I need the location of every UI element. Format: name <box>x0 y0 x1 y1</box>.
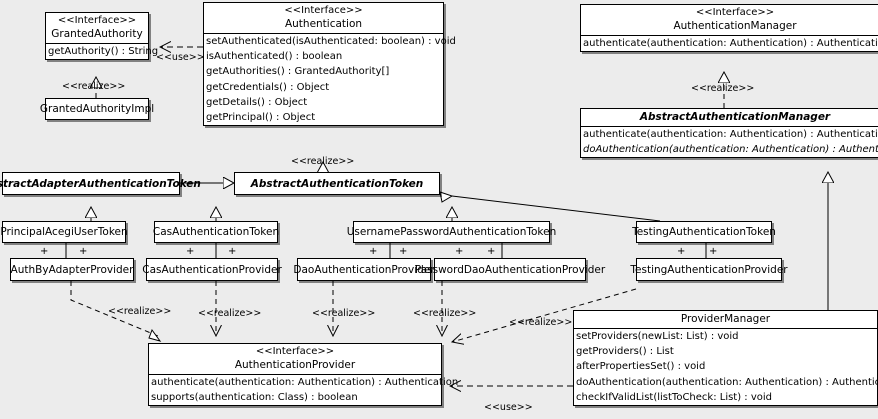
label-realize-abstractauthenticationtoken: <<realize>> <box>291 156 355 167</box>
class-name: GrantedAuthority <box>51 28 143 40</box>
operations-compartment: setAuthenticated(isAuthenticated: boolea… <box>204 33 456 125</box>
class-granted-authority-impl[interactable]: GrantedAuthorityImpl <box>40 98 154 120</box>
class-authentication-manager[interactable]: <<Interface>> AuthenticationManager auth… <box>580 4 878 53</box>
class-auth-by-adapter-provider[interactable]: AuthByAdapterProvider <box>10 258 134 281</box>
class-header: <<Interface>> GrantedAuthority <box>46 13 148 43</box>
class-abstract-authentication-manager[interactable]: AbstractAuthenticationManager authentica… <box>580 108 878 159</box>
association-plus: + <box>487 246 496 257</box>
class-abstract-adapter-authentication-token[interactable]: AbstractAdapterAuthenticationToken <box>0 172 201 195</box>
class-header: <<Interface>> Authentication <box>204 3 443 33</box>
label-realize-casauthenticationprovider: <<realize>> <box>198 308 262 319</box>
operations-compartment: authenticate(authentication: Authenticat… <box>149 374 459 405</box>
class-password-dao-authentication-provider[interactable]: PasswordDaoAuthenticationProvider <box>415 258 605 281</box>
operation: getDetails() : Object <box>206 96 308 108</box>
class-name: DaoAuthenticationProvider <box>293 263 435 276</box>
class-name: PrincipalAcegiUserToken <box>0 226 128 238</box>
label-realize-daoauthenticationprovider: <<realize>> <box>312 308 376 319</box>
operation: afterPropertiesSet() : void <box>576 361 706 373</box>
class-header: <<Interface>> AuthenticationProvider <box>149 344 441 374</box>
class-abstract-authentication-token[interactable]: AbstractAuthenticationToken <box>234 172 440 195</box>
class-name: GrantedAuthorityImpl <box>39 103 155 115</box>
operations-compartment: setProviders(newList: List) : void getPr… <box>574 328 878 405</box>
class-name: CasAuthenticationProvider <box>142 263 282 276</box>
class-testing-authentication-token[interactable]: TestingAuthenticationToken <box>632 221 776 243</box>
association-plus: + <box>186 246 195 257</box>
class-header: AbstractAuthenticationManager <box>581 109 878 126</box>
operation: getCredentials() : Object <box>206 81 330 93</box>
label-realize-grantedauthorityimpl: <<realize>> <box>62 81 126 92</box>
class-name: PasswordDaoAuthenticationProvider <box>414 263 606 276</box>
class-dao-authentication-provider[interactable]: DaoAuthenticationProvider <box>293 258 435 281</box>
class-name: AuthByAdapterProvider <box>10 263 134 276</box>
operation: authenticate(authentication: Authenticat… <box>583 129 878 140</box>
operation: getPrincipal() : Object <box>206 112 316 124</box>
class-cas-authentication-provider[interactable]: CasAuthenticationProvider <box>142 258 282 281</box>
class-name: AbstractAuthenticationManager <box>639 111 831 123</box>
association-plus: + <box>79 246 88 257</box>
label-realize-testingauthenticationprovider: <<realize>> <box>509 317 573 328</box>
operation: getAuthority() : String <box>48 46 159 57</box>
operations-compartment: getAuthority() : String <box>46 43 159 59</box>
association-plus: + <box>709 246 718 257</box>
class-cas-authentication-token[interactable]: CasAuthenticationToken <box>153 221 279 243</box>
class-header: <<Interface>> AuthenticationManager <box>581 5 878 35</box>
stereotype-label: <<Interface>> <box>695 7 775 18</box>
association-plus: + <box>677 246 686 257</box>
operations-compartment: authenticate(authentication: Authenticat… <box>581 35 878 51</box>
label-realize-passworddaoauthenticationprovider: <<realize>> <box>413 308 477 319</box>
class-authentication-provider[interactable]: <<Interface>> AuthenticationProvider aut… <box>148 343 459 407</box>
operation: supports(authentication: Class) : boolea… <box>151 392 358 404</box>
association-plus: + <box>228 246 237 257</box>
stereotype-label: <<Interface>> <box>255 346 335 357</box>
class-header: ProviderManager <box>574 311 877 328</box>
class-name: AbstractAdapterAuthenticationToken <box>0 177 201 190</box>
class-name: AuthenticationProvider <box>234 359 356 371</box>
class-authentication[interactable]: <<Interface>> Authentication setAuthenti… <box>203 2 456 127</box>
stereotype-label: <<Interface>> <box>284 5 363 16</box>
operation: doAuthentication(authentication: Authent… <box>583 144 878 156</box>
class-granted-authority[interactable]: <<Interface>> GrantedAuthority getAuthor… <box>45 12 159 61</box>
operation: setProviders(newList: List) : void <box>576 331 739 342</box>
operation: setAuthenticated(isAuthenticated: boolea… <box>206 36 456 47</box>
operation: getAuthorities() : GrantedAuthority[] <box>206 66 390 78</box>
class-testing-authentication-provider[interactable]: TestingAuthenticationProvider <box>630 258 788 281</box>
class-name: AbstractAuthenticationToken <box>250 177 424 190</box>
association-plus: + <box>40 246 49 257</box>
label-use-authentication-grantedauthority: <<use>> <box>156 52 205 63</box>
operation: isAuthenticated() : boolean <box>206 51 343 63</box>
class-name: CasAuthenticationToken <box>152 226 280 238</box>
class-principal-acegi-user-token[interactable]: PrincipalAcegiUserToken <box>0 221 128 243</box>
class-name: TestingAuthenticationProvider <box>630 263 788 276</box>
label-realize-authbyadapterprovider: <<realize>> <box>108 306 172 317</box>
label-use-providermanager: <<use>> <box>484 402 533 413</box>
association-plus: + <box>455 246 464 257</box>
class-username-password-authentication-token[interactable]: UsernamePasswordAuthenticationToken <box>347 221 556 243</box>
class-name: UsernamePasswordAuthenticationToken <box>346 226 557 238</box>
association-plus: + <box>399 246 408 257</box>
class-name: TestingAuthenticationToken <box>632 226 776 238</box>
class-name: Authentication <box>284 18 363 30</box>
class-provider-manager[interactable]: ProviderManager setProviders(newList: Li… <box>573 310 878 407</box>
operations-compartment: authenticate(authentication: Authenticat… <box>581 126 878 157</box>
operation: authenticate(authentication: Authenticat… <box>583 38 878 49</box>
operation: doAuthentication(authentication: Authent… <box>576 376 878 388</box>
association-plus: + <box>369 246 378 257</box>
operation: authenticate(authentication: Authenticat… <box>151 377 459 388</box>
class-name: AuthenticationManager <box>673 20 797 32</box>
class-name: ProviderManager <box>680 313 771 325</box>
stereotype-label: <<Interface>> <box>57 15 137 26</box>
label-realize-abstractauthenticationmanager: <<realize>> <box>691 83 755 94</box>
operation: checkIfValidList(listToCheck: List) : vo… <box>576 391 773 403</box>
operation: getProviders() : List <box>576 346 674 358</box>
